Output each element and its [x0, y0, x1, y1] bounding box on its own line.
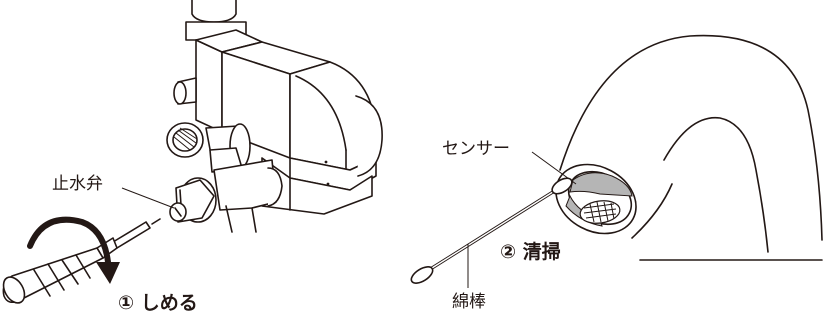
faucet-valve-assembly — [166, 0, 383, 233]
cotton-swab-label: 綿棒 — [452, 292, 486, 312]
sensor-label: センサー — [442, 139, 510, 159]
valve-label: 止水弁 — [52, 174, 103, 194]
aerator-mesh — [579, 200, 621, 224]
step2-label: ② 清掃 — [500, 241, 561, 263]
valve-leader-line — [121, 187, 175, 209]
cotton-swab — [410, 177, 573, 284]
gear-knob — [166, 122, 204, 158]
step1-label: ① しめる — [118, 292, 198, 314]
faucet-spout — [555, 34, 823, 261]
rotation-arrow — [27, 216, 120, 284]
